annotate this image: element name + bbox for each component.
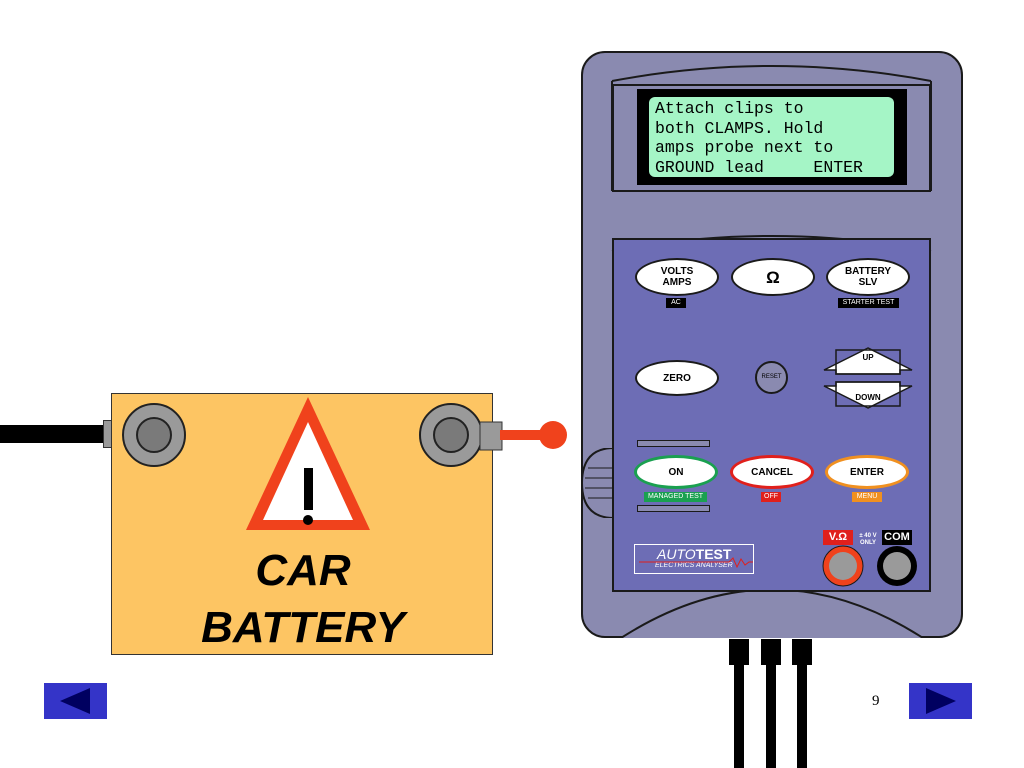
brand-tagline: ELECTRICS ANALYSER: [655, 562, 733, 569]
page-number: 9: [872, 693, 880, 709]
up-down-rocker: [823, 347, 913, 409]
positive-terminal[interactable]: [419, 403, 503, 467]
previous-slide-button[interactable]: [44, 683, 107, 719]
on-indicator-bar-top: [637, 440, 710, 447]
voltage-limit-line2: ONLY: [859, 540, 877, 546]
cancel-sublabel: OFF: [761, 492, 781, 502]
right-arrow-icon: [926, 688, 956, 714]
zero-button[interactable]: ZERO: [635, 360, 719, 396]
battery-graphics: [122, 397, 567, 530]
warning-triangle-icon: [246, 397, 370, 530]
com-label: COM: [882, 530, 912, 545]
lcd-display: Attach clips to both CLAMPS. Hold amps p…: [649, 97, 894, 177]
cancel-button[interactable]: CANCEL: [730, 455, 814, 489]
com-jack[interactable]: [877, 546, 917, 586]
positive-clip[interactable]: [500, 421, 567, 449]
brand-name-bold: TEST: [695, 546, 732, 562]
next-slide-button[interactable]: [909, 683, 972, 719]
volts-amps-sublabel: AC: [666, 298, 686, 308]
on-sublabel: MANAGED TEST: [644, 492, 707, 502]
v-ohm-label: V.Ω: [823, 530, 853, 545]
brand-logo: AUTOTEST ELECTRICS ANALYSER: [634, 544, 754, 574]
signal-trace-icon: [639, 557, 753, 569]
ground-cable: [0, 425, 105, 443]
voltage-limit-line1: ± 40 V: [859, 533, 877, 539]
on-button[interactable]: ON: [634, 455, 718, 489]
battery-label-car: CAR: [255, 546, 351, 595]
meter-leads: [729, 639, 812, 768]
reset-button[interactable]: RESET: [755, 361, 788, 394]
left-arrow-icon: [60, 688, 90, 714]
volts-amps-button[interactable]: VOLTS AMPS: [635, 258, 719, 296]
side-grip: [582, 448, 614, 518]
brand-name-italic: AUTO: [657, 546, 696, 562]
battery-slv-sublabel: STARTER TEST: [838, 298, 899, 308]
down-arrow-button[interactable]: [823, 381, 913, 409]
up-label: UP: [862, 353, 874, 362]
down-label: DOWN: [855, 393, 881, 402]
enter-button[interactable]: ENTER: [825, 455, 909, 489]
enter-sublabel: MENU: [852, 492, 882, 502]
battery-slv-button[interactable]: BATTERY SLV: [826, 258, 910, 296]
input-jacks: [822, 545, 917, 587]
on-indicator-bar-bottom: [637, 505, 710, 512]
keypad-panel: [612, 238, 931, 592]
negative-terminal[interactable]: [122, 403, 186, 467]
up-arrow-button[interactable]: [823, 347, 913, 375]
battery-label-battery: BATTERY: [201, 603, 405, 652]
ohm-button[interactable]: Ω: [731, 258, 815, 296]
v-ohm-jack[interactable]: [822, 545, 864, 587]
voltage-limit-label: ± 40 V ONLY: [853, 533, 883, 547]
